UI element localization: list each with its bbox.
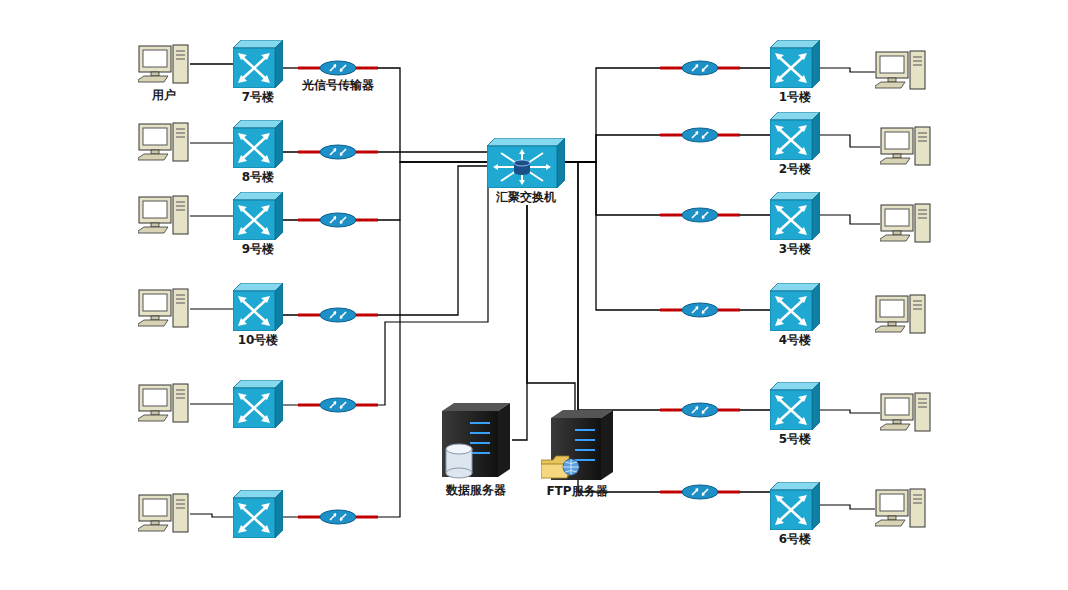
network-link [378, 68, 487, 162]
node-label: 汇聚交换机 [487, 190, 565, 205]
building-switch: 9号楼 [233, 192, 283, 257]
building-switch-icon [233, 120, 283, 168]
network-link [565, 162, 770, 410]
ftp-server-icon [541, 410, 613, 482]
user-computer: 用户 [138, 44, 190, 103]
network-link [283, 67, 298, 68]
building-switch-icon [770, 283, 820, 331]
data-server-icon [440, 403, 512, 481]
building-switch: 6号楼 [770, 482, 820, 547]
building-switch: 2号楼 [770, 112, 820, 177]
node-label: 10号楼 [233, 333, 283, 348]
network-link [565, 162, 770, 310]
network-link [283, 162, 487, 220]
access-wires [190, 68, 880, 517]
node-label: 8号楼 [233, 170, 283, 185]
node-label: 1号楼 [770, 90, 820, 105]
aggregation-switch-icon [487, 138, 565, 188]
network-link [190, 63, 233, 64]
user-computer-icon [138, 44, 190, 86]
optical-transceiver: 光信号传输器 [298, 60, 378, 93]
building-switch-icon [233, 40, 283, 88]
network-link [565, 135, 770, 162]
node-label: 9号楼 [233, 242, 283, 257]
building-switch: 10号楼 [233, 283, 283, 348]
node-label: 3号楼 [770, 242, 820, 257]
optical-transceiver-icon [298, 60, 378, 76]
network-link [512, 205, 527, 440]
switch-icons [233, 380, 283, 538]
data-server: 数据服务器 [440, 403, 512, 498]
building-switch: 7号楼 [233, 40, 283, 105]
network-link [565, 68, 770, 162]
computer-icons [138, 51, 930, 532]
node-label: 用户 [138, 88, 190, 103]
building-switch-icon [233, 192, 283, 240]
building-switch: 4号楼 [770, 283, 820, 348]
building-switch-icon [233, 283, 283, 331]
node-label: 2号楼 [770, 162, 820, 177]
building-switch: 5号楼 [770, 382, 820, 447]
network-link [527, 205, 575, 410]
node-label: 光信号传输器 [298, 78, 378, 93]
ftp-server: FTP服务器 [541, 410, 613, 499]
node-label: 5号楼 [770, 432, 820, 447]
building-switch-icon [770, 192, 820, 240]
building-switch: 8号楼 [233, 120, 283, 185]
node-label: 7号楼 [233, 90, 283, 105]
aggregation-switch: 汇聚交换机 [487, 138, 565, 205]
node-label: 6号楼 [770, 532, 820, 547]
node-label: FTP服务器 [541, 484, 613, 499]
building-switch: 1号楼 [770, 40, 820, 105]
network-link [283, 166, 487, 315]
building-switch-icon [770, 40, 820, 88]
node-label: 数据服务器 [440, 483, 512, 498]
transceiver-icons [298, 61, 740, 524]
building-switch-icon [770, 382, 820, 430]
building-switch-icon [770, 482, 820, 530]
building-switch-icon [770, 112, 820, 160]
building-switch: 3号楼 [770, 192, 820, 257]
node-label: 4号楼 [770, 333, 820, 348]
